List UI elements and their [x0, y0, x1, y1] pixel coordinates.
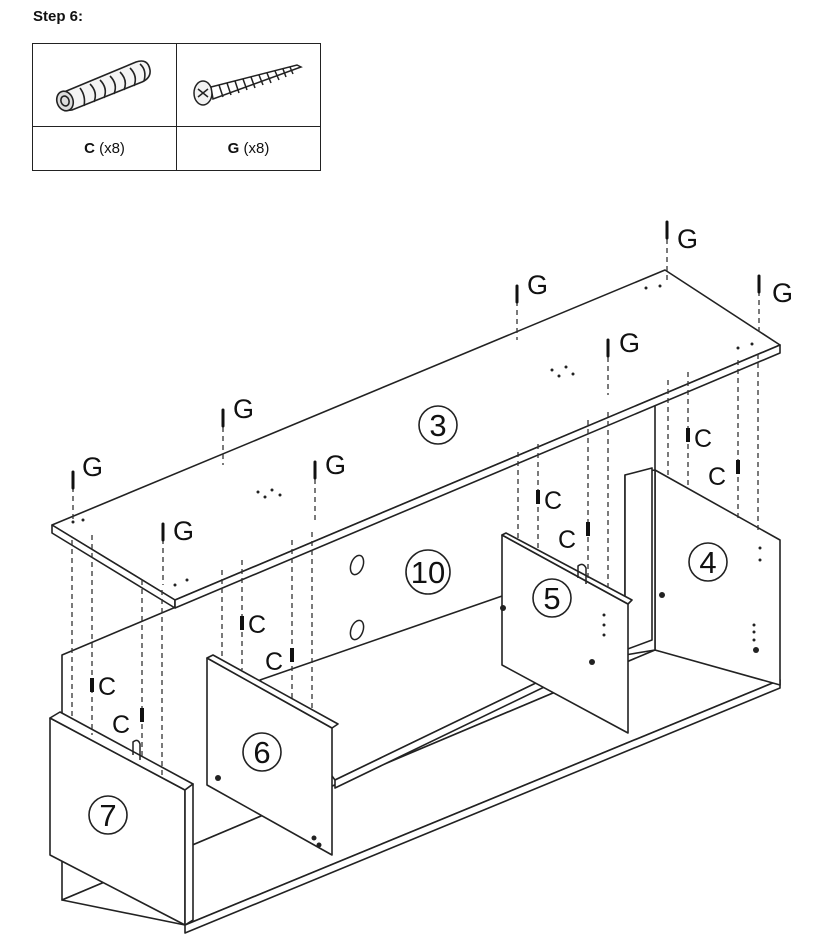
- panel-number-6: 6: [253, 735, 270, 770]
- parts-table: C (x8) G (x8): [32, 43, 321, 171]
- part-g-image-cell: [176, 43, 321, 127]
- screw-label: G: [82, 452, 103, 482]
- screw-label: G: [772, 278, 793, 308]
- part-c-label: C (x8): [32, 126, 177, 171]
- screw-label: G: [173, 516, 194, 546]
- screw-icon: [192, 63, 303, 106]
- dowel-label: C: [112, 711, 130, 739]
- screw-label: G: [677, 224, 698, 254]
- panel-number-3: 3: [429, 408, 446, 443]
- screw-label: G: [325, 450, 346, 480]
- screw-label: G: [527, 270, 548, 300]
- step-title: Step 6:: [33, 8, 84, 25]
- dowel-label: C: [98, 673, 116, 701]
- dowel-label: C: [708, 463, 726, 491]
- panel-number-10: 10: [411, 555, 445, 590]
- panel-number-5: 5: [543, 581, 560, 616]
- dowel-label: C: [265, 648, 283, 676]
- part-c-image-cell: [32, 43, 177, 127]
- dowel-label: C: [248, 611, 266, 639]
- panel-number-7: 7: [99, 798, 116, 833]
- screw-label: G: [619, 328, 640, 358]
- part-g-label: G (x8): [176, 126, 321, 171]
- panel-number-4: 4: [699, 545, 716, 580]
- dowel-label: C: [544, 487, 562, 515]
- dowel-label: C: [558, 526, 576, 554]
- wooden-dowel-icon: [55, 59, 151, 112]
- dowel-label: C: [694, 425, 712, 453]
- screw-label: G: [233, 394, 254, 424]
